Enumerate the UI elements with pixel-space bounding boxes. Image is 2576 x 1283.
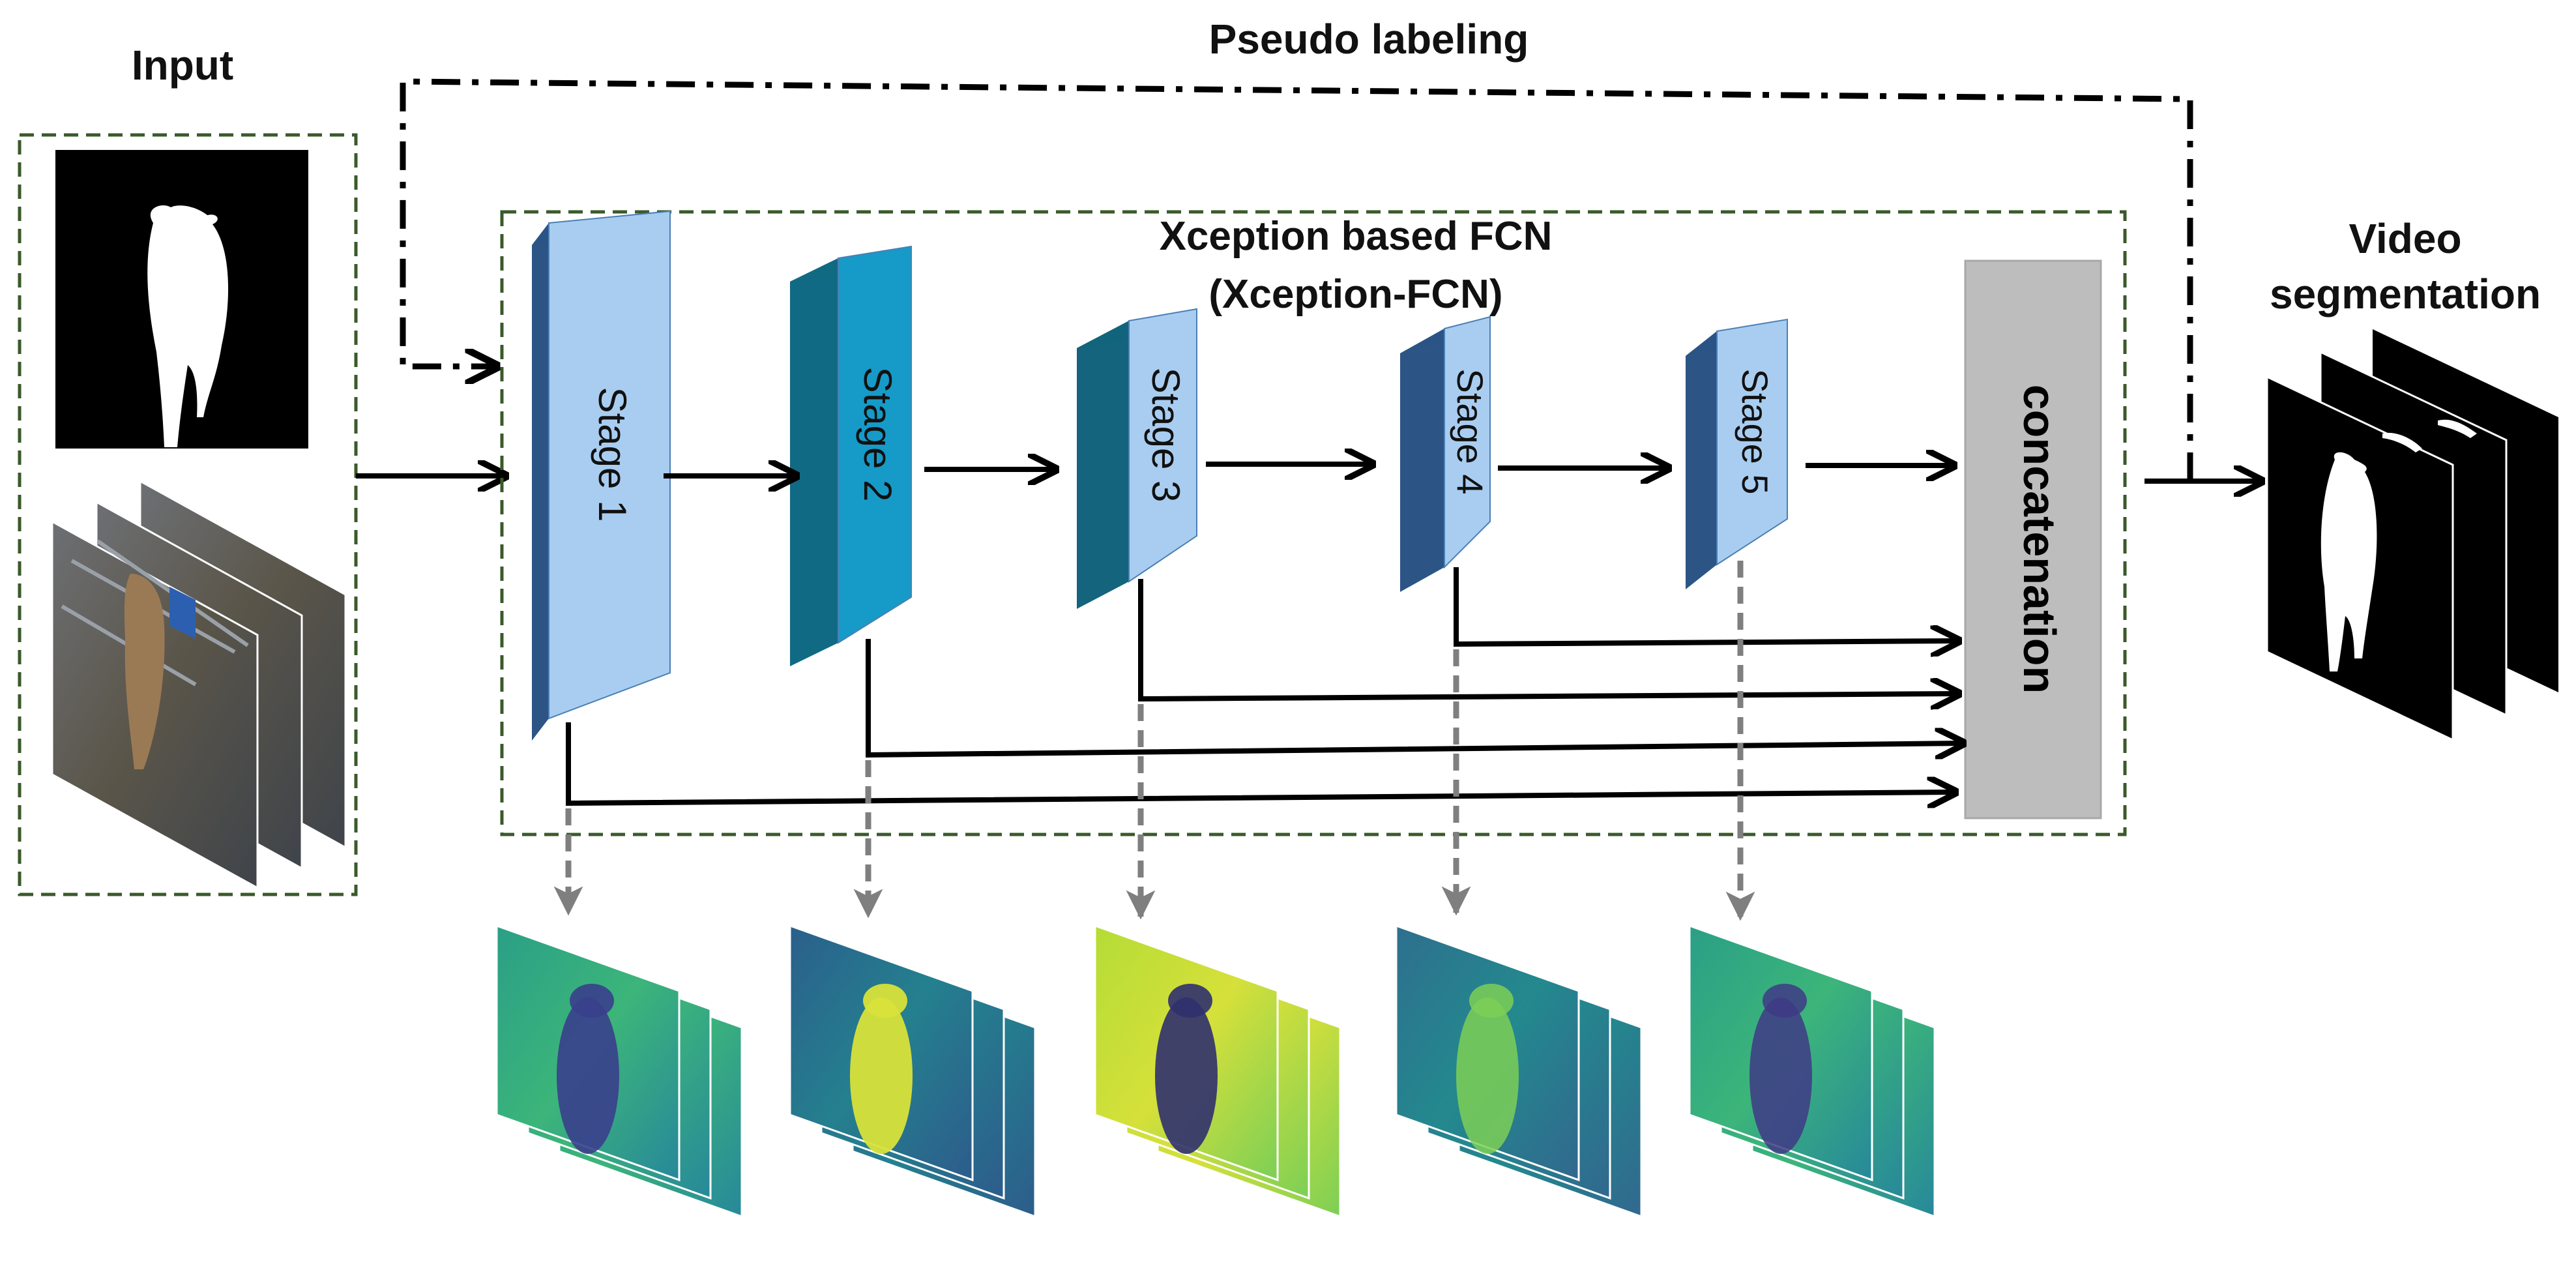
input-mask-image <box>55 150 308 449</box>
feature-map-stage-1-activation-head <box>570 984 614 1018</box>
feature-map-stage-4-activation-head <box>1469 984 1514 1018</box>
feature-map-stage-5-activation-blob <box>1749 997 1812 1154</box>
feature-map-stage-3-activation-blob <box>1155 997 1218 1154</box>
feature-map-stage-2-activation-blob <box>850 997 913 1154</box>
output-segmentation-frames <box>2266 329 2558 742</box>
skip-stage1 <box>566 722 1955 803</box>
feature-map-stage-5 <box>1688 924 1936 1218</box>
feature-map-stage-1 <box>495 924 743 1218</box>
input-video-frames <box>51 479 347 890</box>
feature-map-stage-3 <box>1094 924 1341 1218</box>
stage-2-label: Stage 2 <box>856 367 900 502</box>
pseudo-labeling-label: Pseudo labeling <box>1209 16 1529 63</box>
stage-4-front-face <box>1444 316 1491 569</box>
stage-2-front-face <box>838 245 912 644</box>
stage-1-side-face <box>532 223 549 741</box>
feature-map-stage-4-activation-blob <box>1456 997 1519 1154</box>
feature-maps-group <box>495 924 1936 1218</box>
stages-group: Stage 1 Stage 2 Stage 3 Stage 4 Stage 5 <box>532 210 1788 741</box>
input-frame <box>18 133 358 896</box>
stage-1-label: Stage 1 <box>591 387 634 522</box>
skip-connections <box>566 567 1963 803</box>
skip-stage3 <box>1138 579 1959 699</box>
feature-map-stage-4 <box>1395 924 1643 1218</box>
skip-stage4 <box>1454 567 1959 644</box>
skip-stage2 <box>866 639 1963 755</box>
stage-4-block: Stage 4 <box>1400 316 1491 592</box>
stage-2-side-face <box>790 258 838 666</box>
stage-4-side-face <box>1400 329 1444 592</box>
concatenation-label: concatenation <box>2014 385 2065 694</box>
feature-map-stage-2-activation-head <box>863 984 907 1018</box>
stage-1-block: Stage 1 <box>532 210 671 741</box>
fcn-title-line1: Xception based FCN <box>1160 214 1553 259</box>
output-label-line1: Video <box>2349 215 2461 262</box>
feature-map-stage-3-activation-head <box>1168 984 1212 1018</box>
stage-5-label: Stage 5 <box>1734 368 1776 494</box>
stage-3-front-face <box>1128 308 1197 583</box>
stage-1-front-face <box>548 210 671 720</box>
concatenation-block <box>1964 259 2102 819</box>
feature-map-stage-1-activation-blob <box>557 997 619 1154</box>
pseudo-labeling-loop-arrow <box>400 78 2193 481</box>
pipeline-arrows <box>664 464 1954 476</box>
input-label: Input <box>132 42 233 89</box>
fcn-title-line2: (Xception-FCN) <box>1208 272 1502 317</box>
feature-map-stage-5-activation-head <box>1763 984 1807 1018</box>
stage-5-front-face <box>1716 318 1788 566</box>
stage-3-side-face <box>1077 321 1129 609</box>
stage-4-label: Stage 4 <box>1450 368 1491 494</box>
fcn-frame <box>500 210 2127 836</box>
stage-5-block: Stage 5 <box>1686 318 1788 589</box>
stage-3-block: Stage 3 <box>1077 308 1197 609</box>
stage-5-side-face <box>1686 331 1717 589</box>
feature-map-stage-2 <box>789 924 1036 1218</box>
stage-2-block: Stage 2 <box>790 245 912 666</box>
stage-3-label: Stage 3 <box>1144 368 1188 503</box>
feature-map-arrows <box>553 561 1755 921</box>
output-label-line2: segmentation <box>2270 271 2541 317</box>
